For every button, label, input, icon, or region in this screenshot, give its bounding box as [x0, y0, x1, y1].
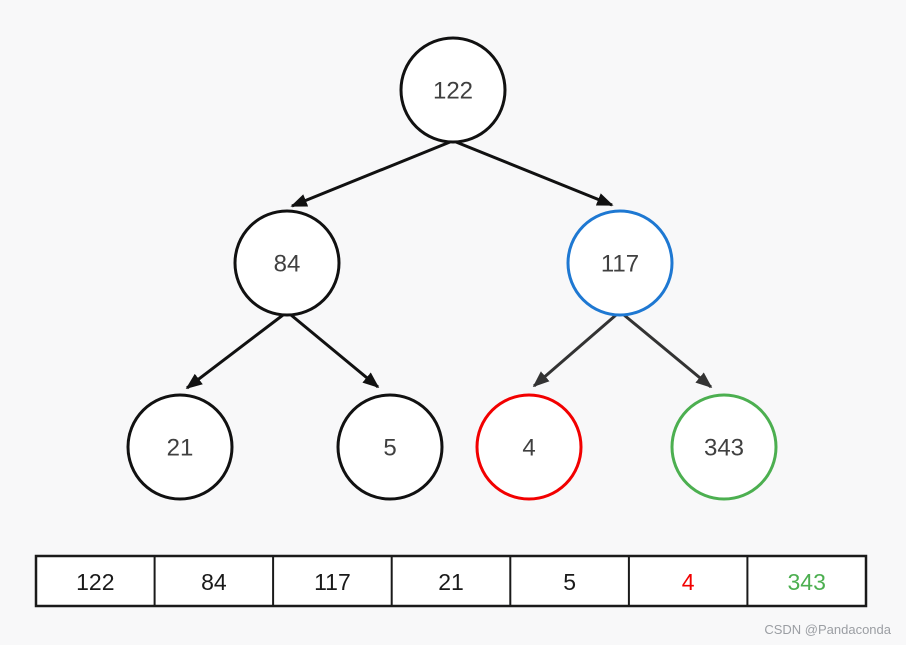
node-value-84: 84: [274, 251, 301, 278]
tree-node-122: 122: [399, 36, 507, 144]
tree-node-21: 21: [126, 393, 234, 501]
tree-edges: [185, 140, 713, 390]
node-circle-84: [233, 209, 341, 317]
edge-84-to-5: [290, 313, 380, 389]
node-circle-5: [336, 393, 444, 501]
tree-node-117: 117: [566, 209, 674, 317]
array-cell-value-3: 21: [438, 569, 464, 595]
tree-node-5: 5: [336, 393, 444, 501]
edge-117-to-343: [623, 313, 713, 389]
array-cell-value-6: 343: [788, 569, 826, 595]
node-value-117: 117: [601, 251, 639, 278]
array-representation: 122 84 117 21 5 4 343: [34, 554, 868, 608]
node-circle-122: [399, 36, 507, 144]
array-outline: [34, 554, 868, 608]
array-cell-value-0: 122: [76, 569, 114, 595]
edge-122-to-117: [455, 140, 614, 207]
tree-node-343: 343: [670, 393, 778, 501]
array-cell-value-2: 117: [314, 569, 351, 595]
tree-node-4: 4: [475, 393, 583, 501]
watermark: CSDN @Pandaconda: [764, 622, 891, 637]
node-value-5: 5: [383, 435, 396, 462]
tree-node-84: 84: [233, 209, 341, 317]
array-cell-value-5: 4: [682, 569, 695, 595]
node-value-122: 122: [433, 78, 473, 105]
node-value-343: 343: [704, 435, 744, 462]
node-circle-117: [566, 209, 674, 317]
node-circle-21: [126, 393, 234, 501]
edge-122-to-84: [290, 140, 451, 208]
array-cell-value-1: 84: [201, 569, 227, 595]
node-value-21: 21: [167, 435, 194, 462]
node-value-4: 4: [522, 435, 535, 462]
edge-117-to-4: [532, 313, 617, 388]
node-circle-343: [670, 393, 778, 501]
array-cell-value-4: 5: [563, 569, 576, 595]
node-circle-4: [475, 393, 583, 501]
edge-84-to-21: [185, 313, 284, 390]
